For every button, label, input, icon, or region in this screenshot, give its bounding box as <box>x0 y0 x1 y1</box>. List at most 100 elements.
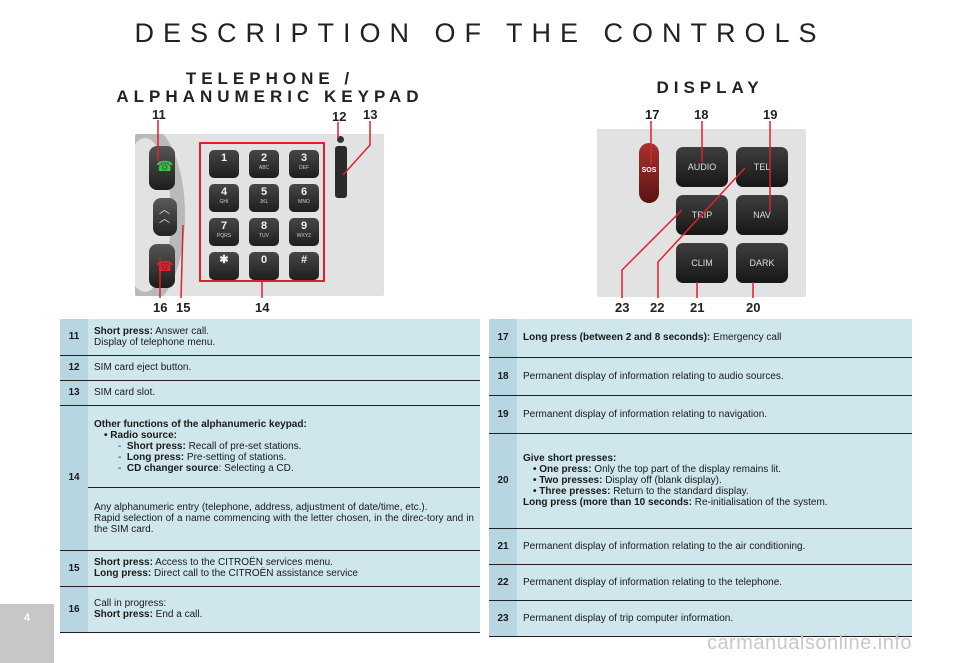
row-description: Permanent display of information relatin… <box>517 564 912 601</box>
callout-22: 22 <box>650 300 665 315</box>
row-number: 23 <box>489 600 517 637</box>
telephone-title-line2: ALPHANUMERIC KEYPAD <box>116 87 424 106</box>
table-row: 15 Short press: Access to the CITROËN se… <box>60 550 480 587</box>
callout-13: 13 <box>363 107 378 122</box>
row-description: Short press: Access to the CITROËN servi… <box>88 550 480 587</box>
trip-button[interactable]: TRIP <box>676 195 728 235</box>
table-row: 14 Other functions of the alphanumeric k… <box>60 405 480 551</box>
keypad-key[interactable]: 1 <box>209 150 239 178</box>
sim-eject-button[interactable] <box>337 136 344 143</box>
keypad-key[interactable]: # <box>289 252 319 280</box>
keypad-key-letters: ABC <box>258 165 270 171</box>
callout-23: 23 <box>615 300 630 315</box>
callout-18: 18 <box>694 107 709 122</box>
row-number: 20 <box>489 433 517 529</box>
page-title: DESCRIPTION OF THE CONTROLS <box>134 18 826 48</box>
keypad-key-digit: 7 <box>220 220 228 232</box>
row-description: Any alphanumeric entry (telephone, addre… <box>88 487 480 551</box>
callout-16: 16 <box>153 300 168 315</box>
row-description: Permanent display of information relatin… <box>517 357 912 396</box>
row-description: Long press (between 2 and 8 seconds): Em… <box>517 319 912 358</box>
row-description: Call in progress: Short press: End a cal… <box>88 586 480 633</box>
callout-14: 14 <box>255 300 270 315</box>
row-number: 21 <box>489 528 517 565</box>
row-description: Permanent display of information relatin… <box>517 528 912 565</box>
page-tab <box>0 604 54 663</box>
row-description: Other functions of the alphanumeric keyp… <box>88 405 480 488</box>
dark-button[interactable]: DARK <box>736 243 788 283</box>
keypad-key-digit: 6 <box>300 186 308 198</box>
callout-21: 21 <box>690 300 705 315</box>
sos-button-label: SOS <box>641 167 657 174</box>
tel-button[interactable]: TEL <box>736 147 788 187</box>
keypad-key-letters: MNO <box>298 199 310 205</box>
keypad-key-digit: 4 <box>220 186 228 198</box>
row-number: 14 <box>60 405 88 551</box>
row-number: 19 <box>489 395 517 434</box>
table-row: 12 SIM card eject button. <box>60 355 480 381</box>
keypad-key-letters: PQRS <box>216 233 232 239</box>
citroen-services-button[interactable]: ︿︿ <box>153 198 177 236</box>
page-number: 4 <box>23 612 31 624</box>
table-row: 22 Permanent display of information rela… <box>489 564 912 601</box>
row-description: SIM card eject button. <box>88 355 480 381</box>
table-row: 23 Permanent display of trip computer in… <box>489 600 912 637</box>
callout-11: 11 <box>152 107 166 122</box>
telephone-section-title: TELEPHONE / ALPHANUMERIC KEYPAD <box>100 70 440 106</box>
display-section-title: DISPLAY <box>656 78 764 97</box>
watermark: carmanualsonline.info <box>706 632 912 654</box>
row-description: Permanent display of trip computer infor… <box>517 600 912 637</box>
row-number: 22 <box>489 564 517 601</box>
phone-answer-icon: ☎ <box>156 158 174 174</box>
table-row: 18 Permanent display of information rela… <box>489 357 912 396</box>
keypad-key-letters: GHI <box>219 199 229 205</box>
table-row: 13 SIM card slot. <box>60 380 480 406</box>
keypad-key-digit: 8 <box>260 220 268 232</box>
row-description: Short press: Answer call. Display of tel… <box>88 319 480 356</box>
keypad-key[interactable]: 0 <box>249 252 279 280</box>
sim-card-slot[interactable] <box>335 146 347 198</box>
keypad-key-digit: 3 <box>300 152 308 164</box>
answer-call-button[interactable]: ☎ <box>149 146 175 190</box>
callout-12: 12 <box>332 109 347 124</box>
table-row: Any alphanumeric entry (telephone, addre… <box>60 487 480 551</box>
callout-20: 20 <box>746 300 761 315</box>
keypad-key-letters: WXYZ <box>296 233 312 239</box>
row-number: 17 <box>489 319 517 358</box>
keypad-key[interactable]: ✱ <box>209 252 239 280</box>
audio-button[interactable]: AUDIO <box>676 147 728 187</box>
keypad-key-letters: JKL <box>259 199 269 205</box>
table-row: 19 Permanent display of information rela… <box>489 395 912 434</box>
sos-button[interactable]: SOS <box>639 143 659 203</box>
row-description: SIM card slot. <box>88 380 480 406</box>
keypad-key-digit: 0 <box>260 254 268 266</box>
callout-15: 15 <box>176 300 191 315</box>
keypad-key-digit: # <box>300 254 308 266</box>
end-call-button[interactable]: ☎ <box>149 244 175 288</box>
table-row: 20 Give short presses: • One press: Only… <box>489 433 912 529</box>
keypad-key-letters: TUV <box>259 233 269 239</box>
telephone-functions-table: 11 Short press: Answer call. Display of … <box>60 319 480 633</box>
nav-button[interactable]: NAV <box>736 195 788 235</box>
table-row: 16 Call in progress: Short press: End a … <box>60 586 480 633</box>
row-number: 12 <box>60 355 88 381</box>
table-row: 21 Permanent display of information rela… <box>489 528 912 565</box>
keypad-key-digit: 1 <box>220 152 228 164</box>
row-number: 11 <box>60 319 88 356</box>
telephone-title-line1: TELEPHONE / <box>185 69 355 88</box>
display-buttons-photo: SOS AUDIO TEL TRIP NAV CLIM DARK <box>597 129 806 297</box>
row-description: Permanent display of information relatin… <box>517 395 912 434</box>
clim-button[interactable]: CLIM <box>676 243 728 283</box>
display-functions-table: 17 Long press (between 2 and 8 seconds):… <box>489 319 912 637</box>
table-row: 17 Long press (between 2 and 8 seconds):… <box>489 319 912 358</box>
